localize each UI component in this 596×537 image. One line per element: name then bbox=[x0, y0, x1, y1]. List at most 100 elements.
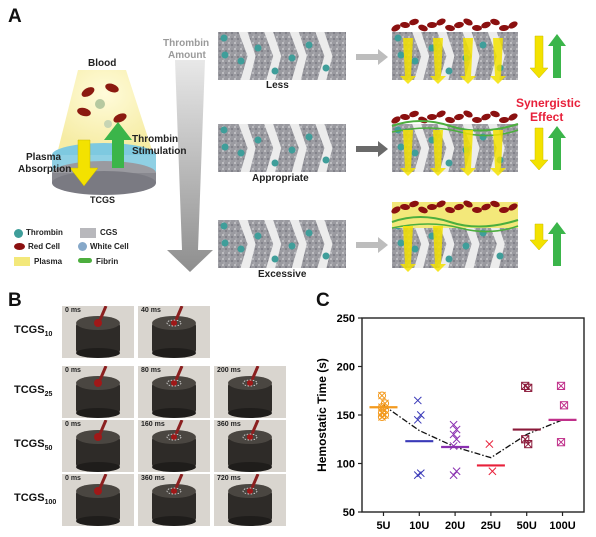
panel-a-letter: A bbox=[8, 6, 22, 27]
time-label: 160 ms bbox=[141, 421, 165, 428]
scaffold-blocks bbox=[218, 18, 566, 272]
less-label: Less bbox=[266, 80, 289, 91]
data-point bbox=[413, 396, 422, 405]
x-tick-label: 10U bbox=[409, 520, 429, 532]
plasma-absorption-label-1: Plasma bbox=[26, 152, 62, 163]
process-arrow-appropriate bbox=[356, 141, 388, 157]
y-tick-label: 200 bbox=[337, 362, 355, 374]
panel-b-letter: B bbox=[8, 290, 22, 311]
panel-b-photos: TCGS10 0 ms 40 ms TCGS25 0 ms 80 ms 200 ms TCGS… bbox=[14, 306, 286, 526]
data-point bbox=[413, 471, 422, 480]
x-tick-label: 20U bbox=[445, 520, 465, 532]
process-arrow-less bbox=[356, 49, 388, 65]
fibrin-strand bbox=[391, 120, 519, 132]
time-label: 0 ms bbox=[65, 421, 81, 428]
trend-line bbox=[383, 404, 563, 459]
tcgs-label: TCGS bbox=[90, 195, 116, 205]
data-point bbox=[416, 411, 425, 419]
data-point bbox=[488, 467, 497, 476]
data-point bbox=[452, 435, 461, 444]
process-arrow-excessive bbox=[356, 237, 388, 253]
legend-white-cell: White Cell bbox=[90, 242, 129, 251]
data-point bbox=[452, 467, 461, 476]
y-tick-label: 100 bbox=[337, 459, 355, 471]
panel-a-legend: Thrombin CGS Red Cell White Cell Plasma … bbox=[14, 227, 204, 273]
thrombin-stimulation-label-1: Thrombin bbox=[132, 134, 179, 145]
thrombin-stimulation-arrow-less bbox=[548, 34, 566, 78]
excessive-label: Excessive bbox=[258, 269, 307, 280]
data-point bbox=[449, 430, 458, 439]
sponge-photo: 360 ms bbox=[138, 474, 210, 526]
time-label: 0 ms bbox=[65, 475, 81, 482]
time-label: 0 ms bbox=[65, 367, 81, 374]
sponge-illustration bbox=[76, 474, 120, 526]
data-point bbox=[556, 381, 566, 391]
sponge-photo: 0 ms bbox=[62, 420, 134, 472]
y-tick-label: 250 bbox=[337, 313, 355, 325]
tcgs-row-label: TCGS100 bbox=[14, 492, 57, 507]
thrombin-amount-arrow bbox=[167, 60, 213, 272]
sponge-photo: 200 ms bbox=[214, 366, 286, 418]
x-tick-label: 50U bbox=[517, 520, 537, 532]
sponge-illustration bbox=[152, 420, 196, 472]
plasma-absorption-arrow-less bbox=[529, 35, 549, 79]
sponge-illustration bbox=[76, 306, 120, 358]
sponge-illustration bbox=[228, 474, 272, 526]
plot-frame bbox=[361, 317, 585, 513]
x-tick-label: 25U bbox=[481, 520, 501, 532]
sponge-photo: 40 ms bbox=[138, 306, 210, 358]
data-point bbox=[556, 438, 566, 447]
legend-red-cell: Red Cell bbox=[28, 242, 61, 251]
sponge-photo: 160 ms bbox=[138, 420, 210, 472]
sponge-illustration bbox=[76, 366, 120, 418]
plasma-absorption-arrow-appropriate bbox=[529, 127, 549, 171]
plasma-icon bbox=[14, 257, 30, 266]
sponge-photo: 360 ms bbox=[214, 420, 286, 472]
tcgs-row-label: TCGS25 bbox=[14, 384, 53, 399]
synergistic-label-1: Synergistic bbox=[516, 96, 581, 110]
legend-plasma: Plasma bbox=[34, 257, 63, 266]
time-label: 360 ms bbox=[217, 421, 241, 428]
x-tick-label: 5U bbox=[376, 520, 390, 532]
white-cell-icon bbox=[78, 242, 87, 251]
plasma-absorption-label-2: Absorption bbox=[18, 164, 72, 175]
sponge-photo: 0 ms bbox=[62, 474, 134, 526]
time-label: 80 ms bbox=[141, 367, 161, 374]
legend-cgs: CGS bbox=[100, 228, 118, 237]
sponge-illustration bbox=[228, 420, 272, 472]
thrombin-stimulation-arrow-appropriate bbox=[548, 126, 566, 170]
thrombin-stimulation-arrow-excessive bbox=[548, 222, 566, 266]
scaffold-left-appropriate bbox=[218, 124, 346, 172]
thrombin-stimulation-label-2: Stimulation bbox=[132, 146, 187, 157]
blood-label: Blood bbox=[88, 58, 117, 69]
sponge-photo: 0 ms bbox=[62, 306, 134, 358]
fibrin-strand bbox=[391, 216, 519, 228]
thrombin-amount-label-1: Thrombin bbox=[163, 38, 210, 49]
time-label: 200 ms bbox=[217, 367, 241, 374]
data-point bbox=[449, 420, 458, 429]
sponge-illustration bbox=[152, 306, 196, 358]
cgs-icon bbox=[80, 228, 96, 238]
tcgs-row-label: TCGS10 bbox=[14, 324, 53, 339]
panel-c-letter: C bbox=[316, 290, 330, 311]
data-point bbox=[413, 415, 422, 424]
data-point bbox=[559, 401, 569, 410]
time-label: 40 ms bbox=[141, 307, 161, 314]
thrombin-icon bbox=[14, 229, 23, 238]
legend-thrombin: Thrombin bbox=[26, 228, 63, 237]
synergistic-label-2: Effect bbox=[530, 110, 564, 124]
thrombin-amount-label-2: Amount bbox=[168, 50, 206, 61]
data-point bbox=[521, 435, 530, 444]
y-tick-label: 50 bbox=[343, 507, 355, 519]
sponge-photo: 720 ms bbox=[214, 474, 286, 526]
scaffold-left-excessive bbox=[218, 220, 346, 268]
tcgs-cylinder-illustration bbox=[52, 70, 156, 195]
sponge-illustration bbox=[152, 474, 196, 526]
y-axis-label: Hemostatic Time (s) bbox=[315, 358, 329, 472]
panel-a-graphic bbox=[52, 18, 566, 272]
plasma-absorption-arrow-excessive bbox=[529, 223, 549, 251]
data-point bbox=[524, 440, 533, 449]
tcgs-row-label: TCGS50 bbox=[14, 438, 53, 453]
data-point bbox=[452, 425, 461, 434]
